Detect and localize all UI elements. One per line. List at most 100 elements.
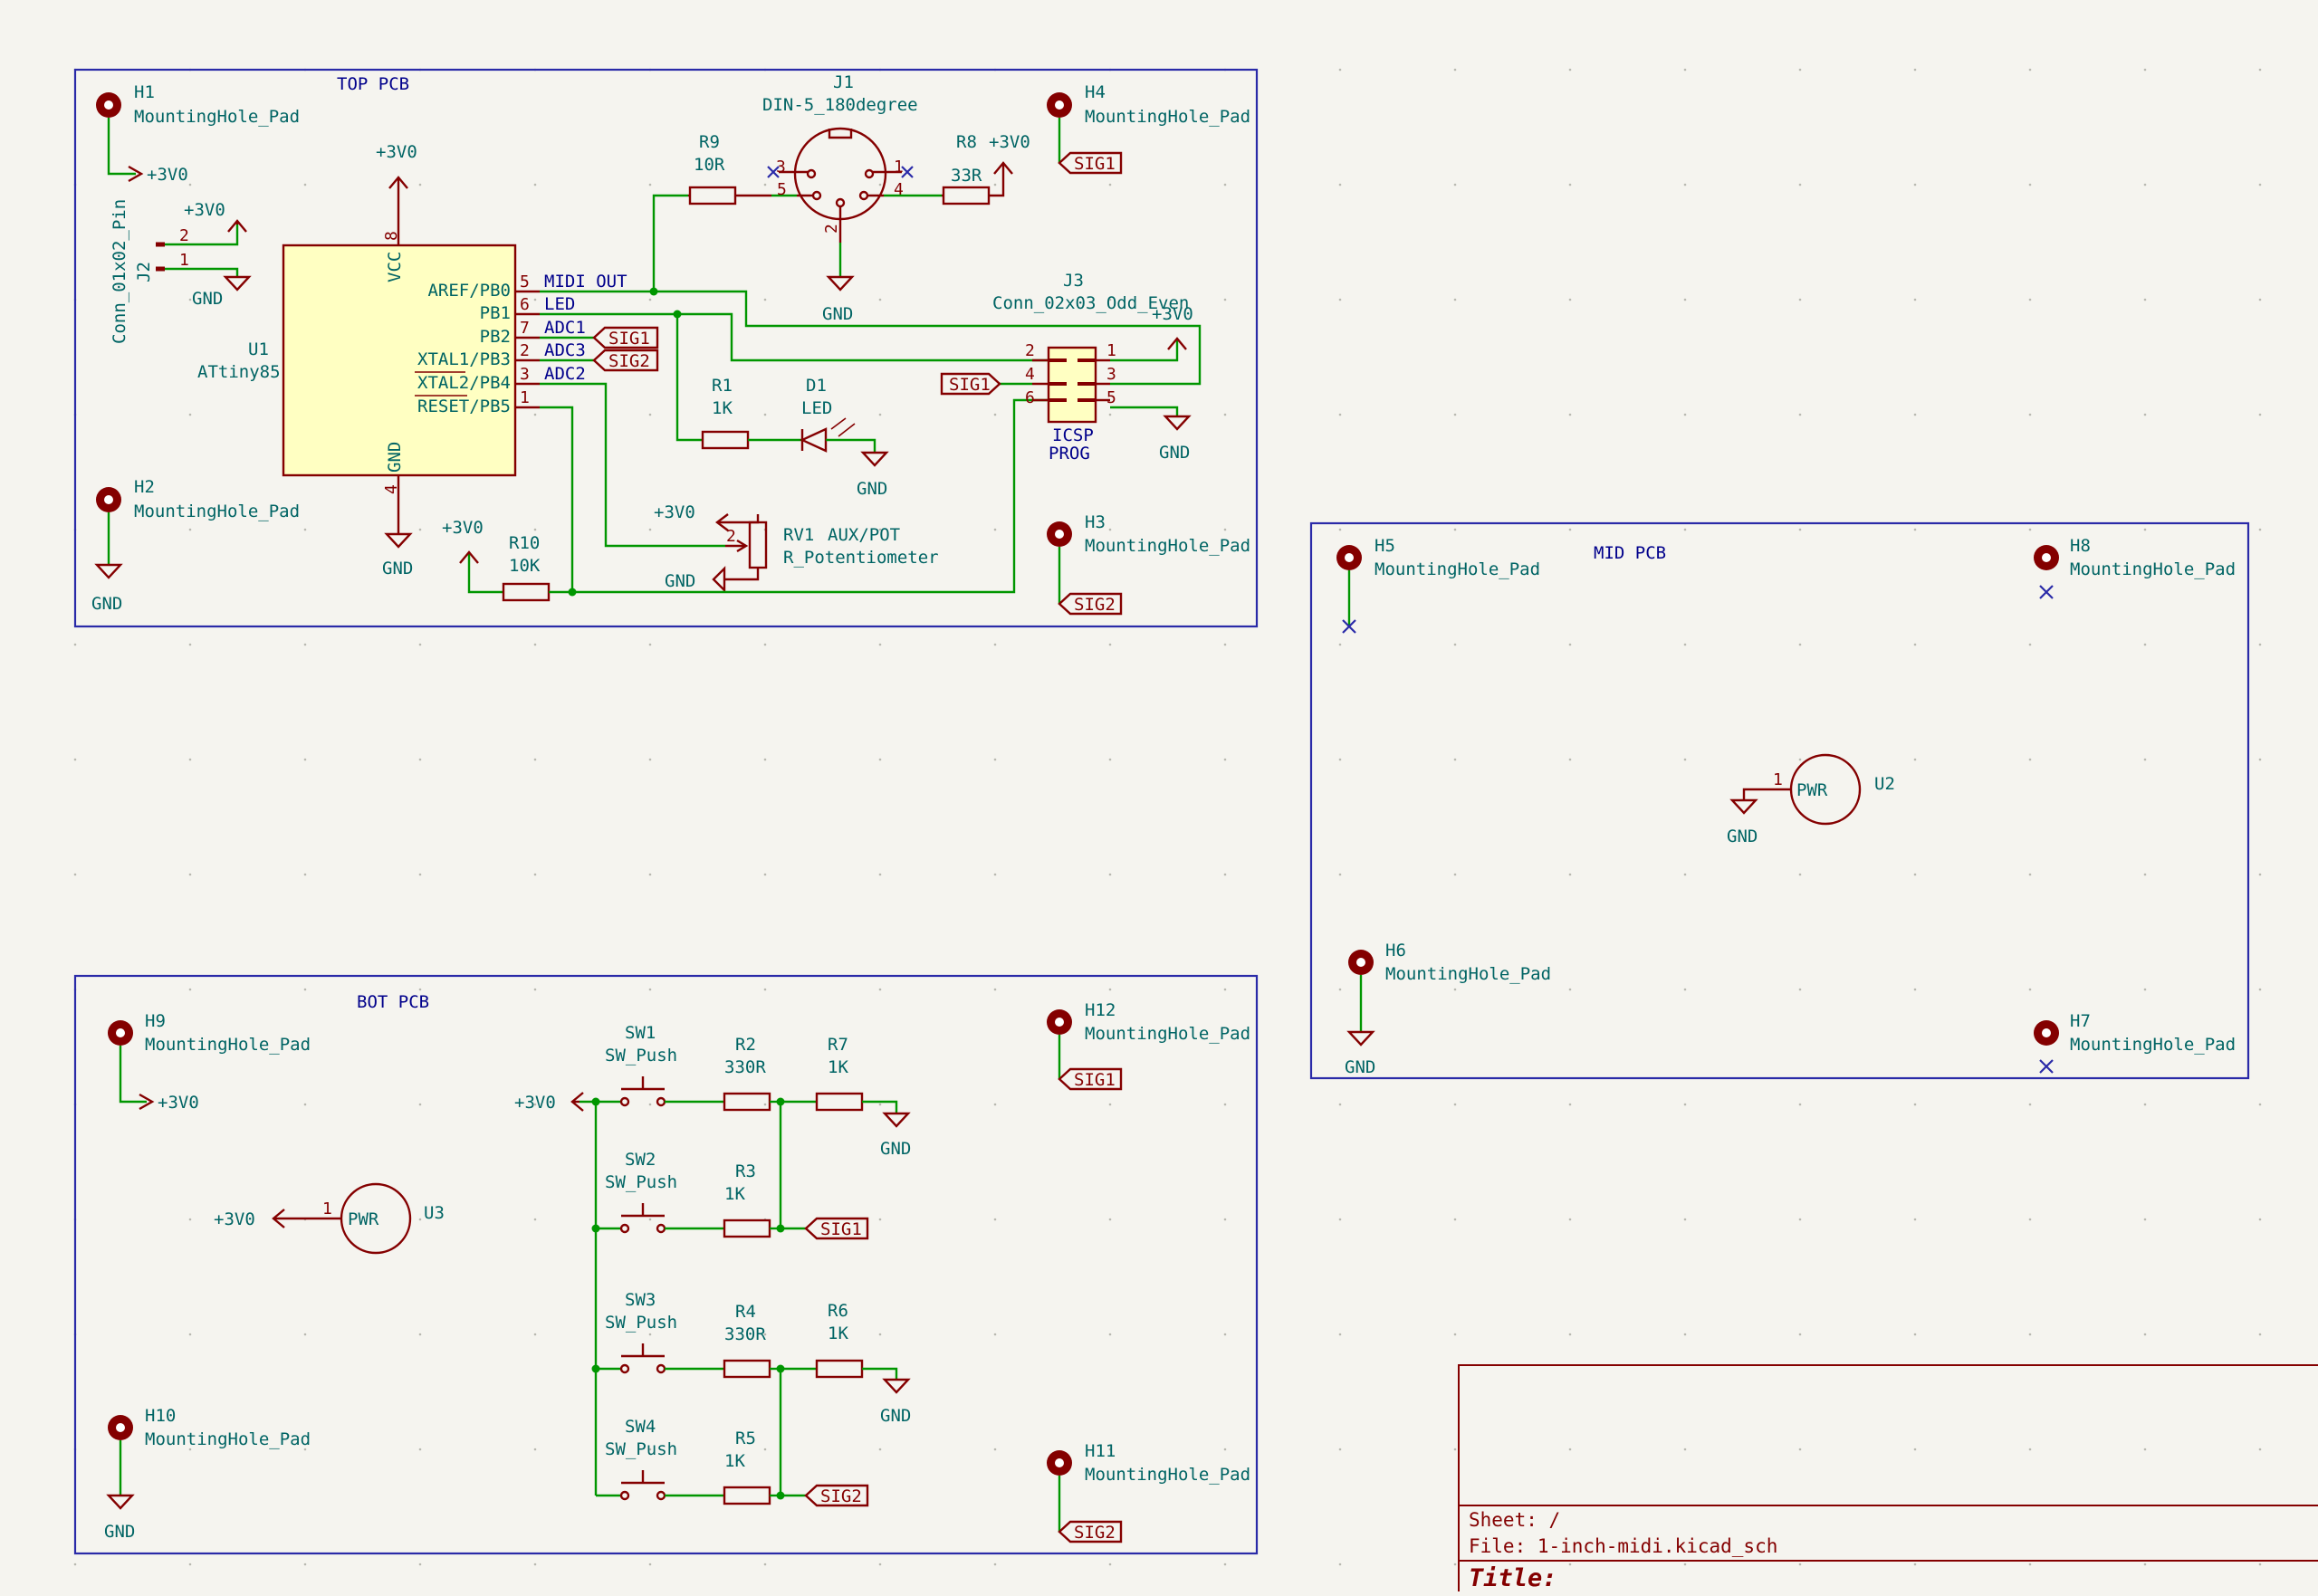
mounting-hole-h5[interactable]: H5 MountingHole_Pad [1336, 536, 1540, 634]
j3-pin4-num: 4 [1025, 365, 1035, 384]
u1-pin-pb5: RESET/PB5 [417, 397, 511, 416]
bot-pcb-frame [73, 974, 1259, 1555]
mounting-hole-h2[interactable]: H2 MountingHole_Pad GND [91, 477, 300, 614]
mounting-hole-h7[interactable]: H7 MountingHole_Pad [2034, 1011, 2236, 1074]
mounting-hole-h4[interactable]: H4 MountingHole_Pad SIG1 [1047, 82, 1250, 175]
mounting-hole-h6[interactable]: H6 MountingHole_Pad GND [1345, 941, 1551, 1077]
h1-value: MountingHole_Pad [134, 107, 300, 127]
potentiometer-rv1[interactable]: RV1 AUX/POT R_Potentiometer +3V0 2 GND [654, 502, 939, 593]
resistor-r8[interactable]: R8 33R +3V0 [884, 132, 1030, 205]
j1-value: DIN-5_180degree [762, 95, 918, 115]
u1-pin-pb4: XTAL2/PB4 [417, 373, 511, 393]
bot-sig2-label[interactable]: SIG2 [781, 1484, 869, 1507]
r7-value: 1K [828, 1057, 848, 1077]
j3-prog-label: PROG [1049, 444, 1090, 464]
r9-value: 10R [694, 155, 725, 175]
u1-pin-pb0: AREF/PB0 [427, 281, 511, 301]
j2-power-label: +3V0 [184, 200, 225, 220]
resistor-r9[interactable]: R9 10R [688, 132, 797, 205]
j2-ref: J2 [134, 262, 154, 282]
mounting-hole-h11[interactable]: H11 MountingHole_Pad SIG2 [1047, 1441, 1250, 1543]
resistor-r6[interactable]: R6 1K GND [781, 1301, 911, 1426]
d1-value: LED [801, 398, 832, 418]
j1-pin2-num: 2 [822, 224, 841, 234]
mounting-hole-h10[interactable]: H10 MountingHole_Pad GND [104, 1406, 311, 1542]
h4-value: MountingHole_Pad [1085, 107, 1250, 127]
j2-value: Conn_01x02_Pin [110, 199, 129, 344]
bot-power-label: +3V0 [514, 1093, 556, 1113]
u2-value: PWR [1796, 780, 1828, 800]
title-block-title: Title: [1469, 1564, 1557, 1591]
u3-power-label: +3V0 [214, 1209, 255, 1229]
h3-value: MountingHole_Pad [1085, 536, 1250, 556]
mounting-hole-h12[interactable]: H12 MountingHole_Pad SIG1 [1047, 1000, 1250, 1091]
connector-j3-icsp[interactable]: J3 Conn_02x03_Odd_Even 2 4 6 1 3 5 ICSP … [940, 271, 1193, 464]
connector-j2[interactable]: Conn_01x02_Pin J2 2 1 +3V0 GND [110, 199, 252, 344]
resistor-r5-ref: R5 [735, 1429, 756, 1448]
resistor-r4-value: 330R [724, 1324, 766, 1344]
connector-j1-din5[interactable]: J1 DIN-5_180degree 3 5 1 4 2 GND [762, 72, 918, 324]
bot-sig1-text: SIG1 [820, 1219, 862, 1239]
h10-ref: H10 [145, 1406, 176, 1426]
u1-value: ATtiny85 [197, 362, 281, 382]
led-d1[interactable]: D1 LED GND [800, 376, 889, 499]
u1-pin2-num: 2 [520, 341, 530, 360]
h12-sig1-label: SIG1 [1074, 1070, 1116, 1090]
junction-led [673, 310, 682, 319]
mid-pcb-frame [1309, 521, 2250, 1080]
mounting-hole-h9[interactable]: H9 MountingHole_Pad +3V0 [108, 1011, 311, 1113]
title-block: Sheet: / File: 1-inch-midi.kicad_sch Tit… [1458, 1364, 2318, 1596]
u3-pin1-num: 1 [322, 1199, 332, 1219]
r6-value: 1K [828, 1324, 848, 1343]
resistor-r7[interactable]: R7 1K GND [781, 1035, 911, 1159]
rv1-aux-pot: AUX/POT [828, 525, 900, 545]
h9-ref: H9 [145, 1011, 166, 1031]
ic-u1-attiny85[interactable]: U1 ATtiny85 +3V0 VCC 8 GND GND 4 AREF/PB… [197, 142, 540, 578]
h3-ref: H3 [1085, 512, 1106, 532]
r7-ref: R7 [828, 1035, 848, 1055]
resistor-r5-value: 1K [724, 1451, 745, 1471]
rv1-ref: RV1 [783, 525, 814, 545]
mounting-hole-h1[interactable]: H1 MountingHole_Pad +3V0 [96, 82, 300, 185]
bot-pcb-title: BOT PCB [357, 992, 429, 1012]
junction-midi-out [649, 287, 658, 296]
mounting-hole-h3[interactable]: H3 MountingHole_Pad SIG2 [1047, 512, 1250, 616]
j2-pin2-num: 2 [179, 226, 189, 245]
power-symbol-u2[interactable]: PWR U2 1 GND [1727, 753, 1895, 846]
bot-sig1-label[interactable]: SIG1 [781, 1217, 869, 1240]
j3-value: Conn_02x03_Odd_Even [992, 293, 1189, 313]
r6-gnd-label: GND [880, 1406, 911, 1426]
power-symbol-u3[interactable]: PWR U3 1 +3V0 [214, 1182, 445, 1255]
h1-ref: H1 [134, 82, 155, 102]
h4-sig1-label: SIG1 [1074, 154, 1116, 174]
mounting-hole-h8[interactable]: H8 MountingHole_Pad [2034, 536, 2236, 599]
h11-value: MountingHole_Pad [1085, 1465, 1250, 1485]
h12-value: MountingHole_Pad [1085, 1024, 1250, 1044]
resistor-r10[interactable]: R10 10K +3V0 [442, 398, 1050, 602]
u2-pin1-num: 1 [1773, 770, 1783, 789]
resistor-r1[interactable]: R1 1K [701, 376, 802, 450]
sw1-value: SW_Push [605, 1046, 677, 1066]
j3-power-label: +3V0 [1152, 304, 1193, 324]
u1-pin-vcc: VCC [385, 252, 405, 282]
h6-gnd-label: GND [1345, 1057, 1375, 1077]
j3-icsp-label: ICSP [1052, 425, 1094, 445]
r1-value: 1K [712, 398, 733, 418]
d1-gnd-label: GND [857, 479, 887, 499]
h1-power-label: +3V0 [147, 165, 188, 185]
h9-power-label: +3V0 [158, 1093, 199, 1113]
grid-dots [73, 68, 2262, 1566]
r8-ref: R8 [956, 132, 977, 152]
global-label-sig2-u1[interactable]: SIG2 [592, 349, 659, 372]
led-wire [677, 312, 1049, 362]
j1-pin3-num: 3 [776, 158, 786, 177]
global-label-sig1-u1[interactable]: SIG1 [592, 326, 659, 349]
r9-wire [652, 194, 688, 291]
u1-pin8-num: 8 [382, 231, 401, 241]
h8-ref: H8 [2070, 536, 2091, 556]
